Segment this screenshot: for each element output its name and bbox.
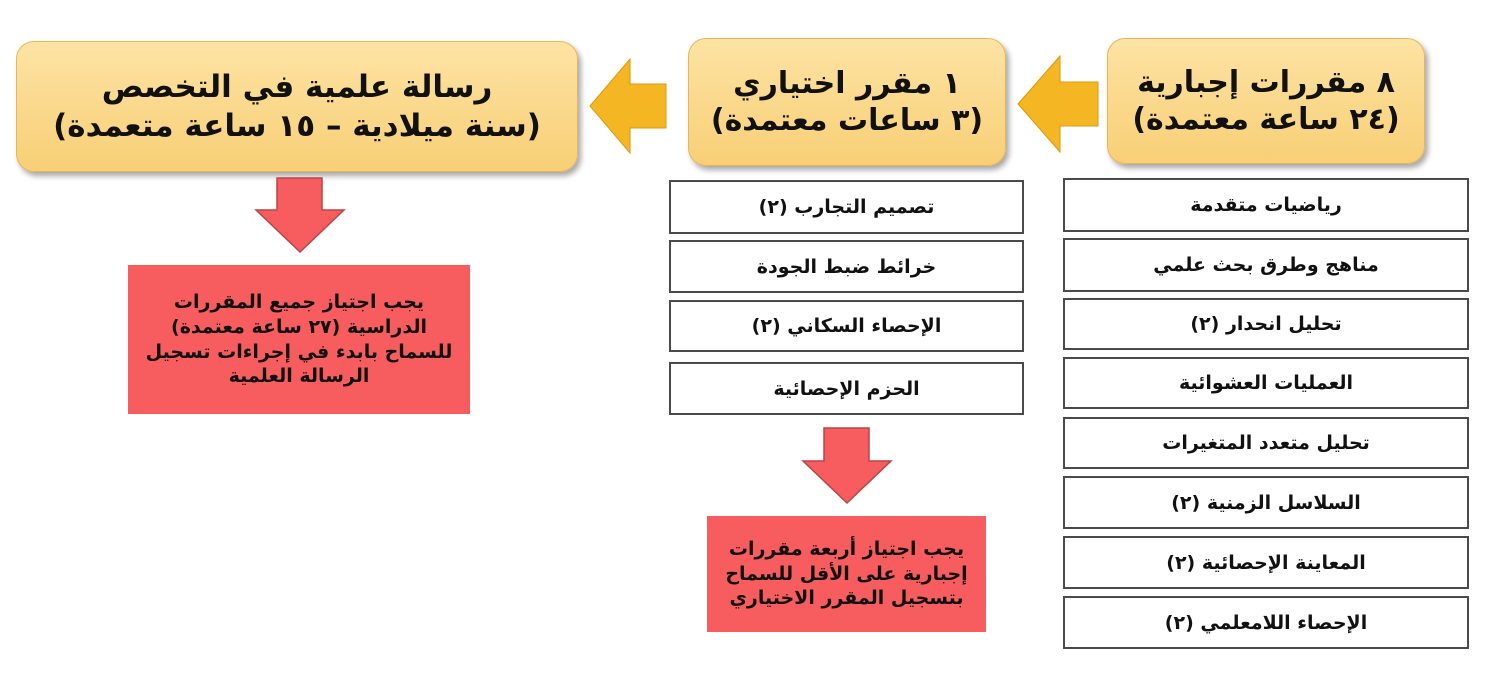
mandatory-course-6: السلاسل الزمنية (٢) [1063, 476, 1469, 529]
mandatory-course-2: مناهج وطرق بحث علمي [1063, 238, 1469, 292]
mandatory-course-7: المعاينة الإحصائية (٢) [1063, 536, 1469, 589]
yellow-arrow-mandatory-to-elective [1017, 54, 1099, 154]
stage-elective-title: ١ مقرر اختياري [733, 65, 961, 101]
mandatory-course-4: العمليات العشوائية [1063, 357, 1469, 409]
stage-thesis-title: رسالة علمية في التخصص [101, 68, 493, 105]
note-thesis-requirement: يجب اجتياز جميع المقررات الدراسية (٢٧ سا… [128, 265, 470, 414]
stage-mandatory-hours: (٢٤ ساعة معتمدة) [1132, 102, 1400, 137]
stage-elective: ١ مقرر اختياري (٣ ساعات معتمدة) [688, 38, 1006, 166]
red-arrow-thesis-down [254, 177, 346, 254]
stage-mandatory-title: ٨ مقررات إجبارية [1137, 64, 1395, 100]
note-elective-requirement: يجب اجتياز أربعة مقررات إجبارية على الأق… [707, 516, 986, 632]
mandatory-course-3: تحليل انحدار (٢) [1063, 298, 1469, 350]
elective-course-1: تصميم التجارب (٢) [669, 180, 1024, 234]
stage-thesis: رسالة علمية في التخصص (سنة ميلادية – ١٥ … [16, 41, 578, 172]
stage-elective-hours: (٣ ساعات معتمدة) [710, 103, 984, 138]
mandatory-course-5: تحليل متعدد المتغيرات [1063, 417, 1469, 469]
elective-course-4: الحزم الإحصائية [669, 362, 1024, 415]
stage-thesis-hours: (سنة ميلادية – ١٥ ساعة متعمدة) [53, 107, 541, 144]
stage-mandatory: ٨ مقررات إجبارية (٢٤ ساعة معتمدة) [1107, 38, 1425, 164]
mandatory-course-1: رياضيات متقدمة [1063, 178, 1469, 232]
elective-course-3: الإحصاء السكاني (٢) [669, 300, 1024, 352]
elective-course-2: خرائط ضبط الجودة [669, 240, 1024, 293]
yellow-arrow-elective-to-thesis [589, 57, 667, 155]
mandatory-course-8: الإحصاء اللامعلمي (٢) [1063, 596, 1469, 649]
red-arrow-elective-down [801, 427, 893, 505]
